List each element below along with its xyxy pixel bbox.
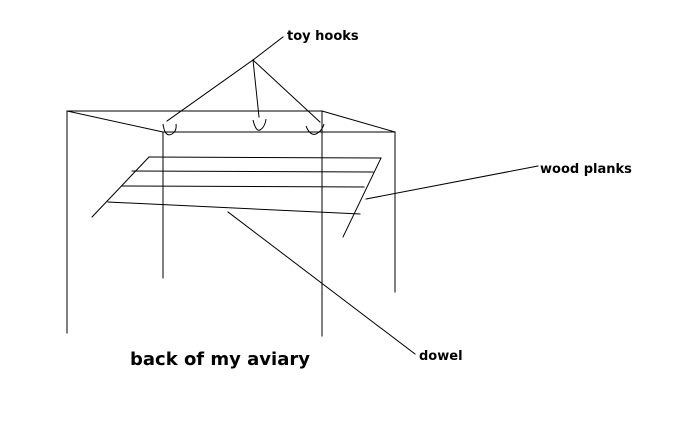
wood-planks-leader: [365, 165, 539, 200]
toy-hooks-leader-right: [252, 59, 321, 123]
right-top-diagonal: [321, 110, 396, 133]
leader-lines: [166, 36, 539, 355]
hook-right: [305, 123, 325, 135]
toy-hooks-leader-left: [166, 59, 254, 122]
toy-hooks: [162, 118, 325, 136]
dowel-leader: [227, 211, 416, 355]
aviary-frame: [66, 110, 396, 337]
hook-left: [162, 123, 177, 136]
toy-hooks-leader-middle: [252, 59, 260, 118]
label-toy-hooks: toy hooks: [287, 29, 359, 44]
label-dowel: dowel: [419, 349, 463, 364]
plank-3: [121, 185, 365, 188]
diagram-caption: back of my aviary: [130, 349, 310, 370]
hook-middle: [252, 118, 267, 131]
label-wood-planks: wood planks: [540, 162, 632, 177]
plank-right-edge: [342, 157, 382, 238]
plank-2: [131, 170, 374, 173]
plank-4: [107, 201, 361, 215]
toy-hooks-leader-main: [252, 36, 284, 61]
left-top-diagonal: [66, 110, 164, 133]
plank-1: [148, 156, 382, 159]
plank-left-edge: [91, 156, 150, 218]
wood-planks: [91, 156, 382, 238]
